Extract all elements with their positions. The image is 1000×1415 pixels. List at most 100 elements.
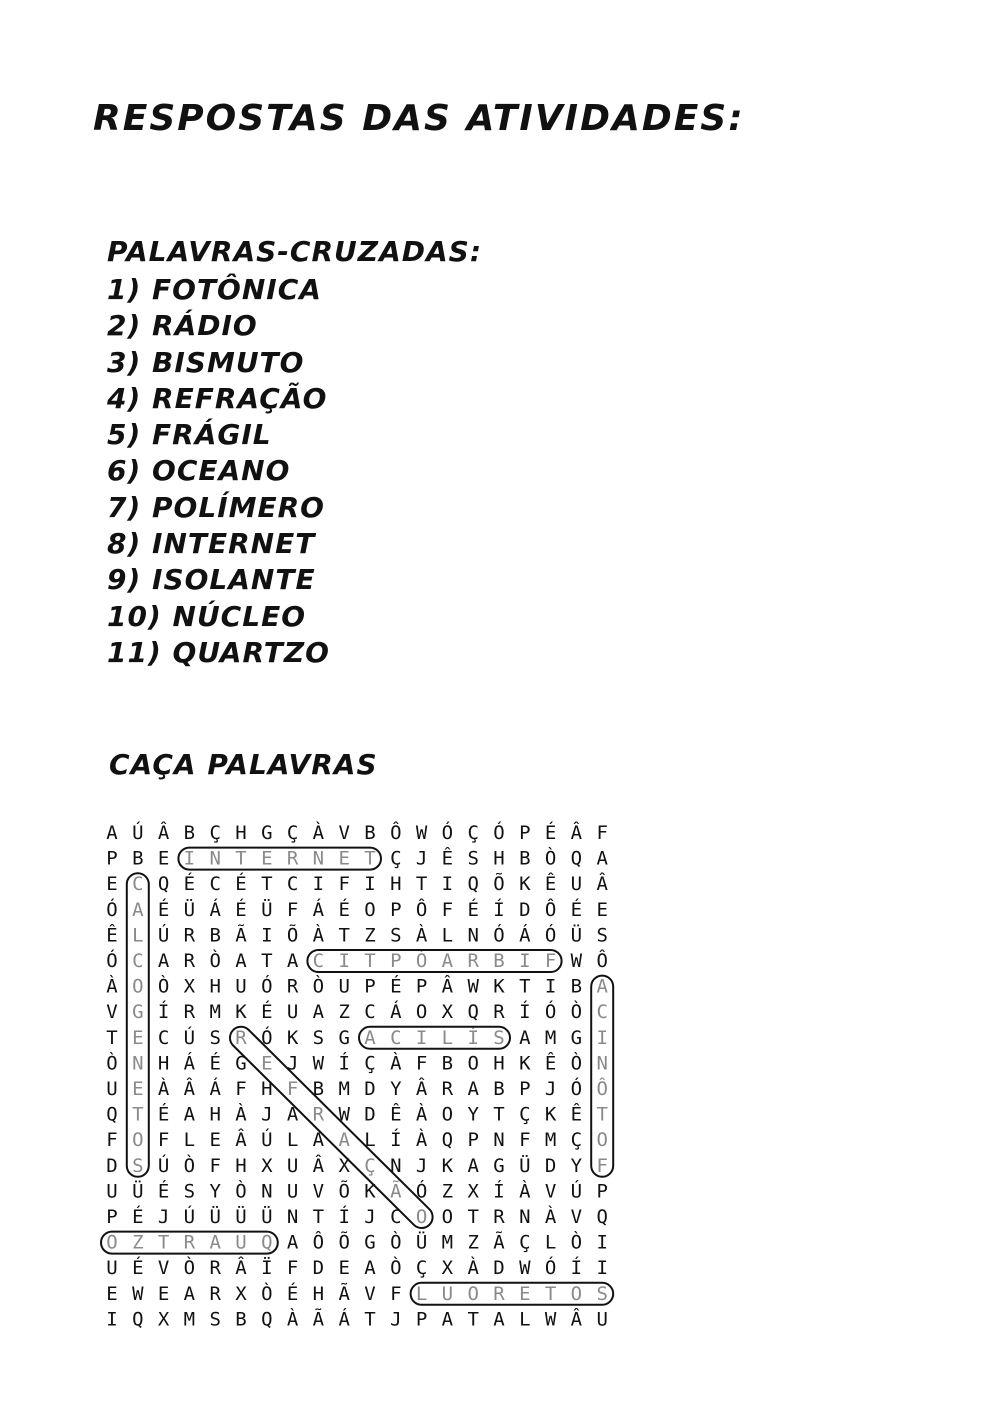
grid-letter: F bbox=[338, 873, 349, 895]
grid-letter: E bbox=[209, 1129, 220, 1151]
grid-letter: Y bbox=[209, 1180, 221, 1202]
crossword-answer: 7) Polímero bbox=[107, 490, 325, 524]
grid-letter: J bbox=[287, 1052, 298, 1074]
grid-letter: R bbox=[467, 950, 479, 972]
grid-letter: Ó bbox=[545, 922, 556, 946]
grid-letter: Ü bbox=[209, 1205, 220, 1228]
grid-letter: Á bbox=[313, 898, 325, 921]
grid-letter: U bbox=[338, 976, 349, 998]
grid-letter: Ó bbox=[493, 922, 504, 946]
grid-letter: N bbox=[287, 1206, 298, 1228]
grid-letter: O bbox=[106, 1232, 117, 1254]
grid-letter: Ã bbox=[313, 1307, 325, 1330]
grid-letter: B bbox=[519, 848, 530, 870]
grid-letter: R bbox=[209, 1283, 221, 1305]
grid-letter: L bbox=[364, 1129, 375, 1151]
grid-letter: Ü bbox=[519, 1154, 530, 1177]
grid-letter: H bbox=[209, 976, 220, 998]
grid-letter: Ü bbox=[261, 898, 272, 921]
grid-letter: Ê bbox=[545, 1051, 556, 1074]
grid-letter: V bbox=[571, 1206, 582, 1228]
grid-letter: E bbox=[261, 848, 272, 870]
grid-letter: R bbox=[287, 976, 299, 998]
grid-letter: A bbox=[184, 1283, 196, 1305]
grid-letter: Â bbox=[313, 1154, 325, 1177]
grid-letter: Ü bbox=[235, 1205, 246, 1228]
grid-letter: W bbox=[519, 1257, 531, 1279]
grid-letter: X bbox=[184, 976, 196, 998]
grid-letter: R bbox=[184, 924, 196, 946]
grid-letter: É bbox=[390, 975, 401, 998]
grid-letter: R bbox=[493, 1206, 505, 1228]
grid-letter: A bbox=[184, 1104, 196, 1126]
grid-letter: F bbox=[158, 1129, 169, 1151]
grid-letter: X bbox=[467, 1180, 479, 1202]
crossword-answer: 3) Bismuto bbox=[107, 345, 305, 379]
grid-letter: O bbox=[571, 1283, 582, 1305]
grid-letter: G bbox=[132, 1001, 143, 1023]
grid-letter: À bbox=[158, 1077, 170, 1100]
grid-letter: F bbox=[545, 950, 556, 972]
grid-letter: S bbox=[132, 1155, 143, 1177]
grid-letter: H bbox=[158, 1052, 169, 1074]
grid-letter: Â bbox=[442, 975, 454, 998]
grid-letter: G bbox=[364, 1232, 375, 1254]
grid-letter: N bbox=[596, 1052, 607, 1074]
grid-letter: E bbox=[132, 1078, 143, 1100]
grid-letter: O bbox=[416, 1001, 427, 1023]
grid-letter: Ò bbox=[261, 1281, 272, 1305]
grid-letter: D bbox=[106, 1155, 117, 1177]
grid-letter: D bbox=[545, 1155, 556, 1177]
grid-letter: B bbox=[184, 822, 195, 844]
word-highlight: FOTÔNICA bbox=[590, 974, 615, 1178]
grid-letter: Ó bbox=[416, 1178, 427, 1202]
grid-letter: À bbox=[106, 975, 118, 998]
grid-letter: P bbox=[106, 848, 117, 870]
grid-letter: B bbox=[493, 1078, 504, 1100]
grid-letter: A bbox=[158, 950, 170, 972]
grid-letter: I bbox=[261, 924, 272, 946]
grid-letter: Z bbox=[364, 924, 375, 946]
grid-letter: E bbox=[132, 1027, 143, 1049]
grid-letter: V bbox=[158, 1257, 169, 1279]
grid-letter: Q bbox=[261, 1308, 272, 1330]
grid-letter: K bbox=[235, 1001, 247, 1023]
word-highlight: INTERNET bbox=[177, 846, 382, 871]
grid-letter: Ú bbox=[132, 820, 143, 844]
grid-letter: L bbox=[287, 1129, 298, 1151]
grid-letter: M bbox=[442, 1232, 453, 1254]
crossword-answer: 5) Frágil bbox=[107, 418, 272, 452]
grid-letter: P bbox=[467, 1129, 478, 1151]
grid-letter: Q bbox=[261, 1232, 272, 1254]
grid-letter: U bbox=[287, 1155, 298, 1177]
grid-letter: Q bbox=[467, 1001, 478, 1023]
grid-letter: C bbox=[132, 873, 143, 895]
grid-letter: A bbox=[364, 1257, 376, 1279]
grid-letter: A bbox=[596, 976, 608, 998]
grid-letter: T bbox=[493, 1104, 504, 1126]
grid-letter: C bbox=[596, 1001, 607, 1023]
grid-letter: P bbox=[416, 976, 427, 998]
grid-letter: K bbox=[364, 1180, 376, 1202]
grid-letter: Ô bbox=[596, 1076, 607, 1100]
grid-letter: Y bbox=[390, 1078, 402, 1100]
grid-letter: P bbox=[106, 1206, 117, 1228]
grid-letter: O bbox=[416, 1206, 427, 1228]
grid-letter: E bbox=[158, 848, 169, 870]
crossword-answer-list: 1) Fotônica 2) Rádio 3) Bismuto 4) Refra… bbox=[107, 272, 482, 671]
grid-letter: Ó bbox=[545, 999, 556, 1023]
grid-letter: T bbox=[132, 1104, 143, 1126]
word-highlight: SÍLICA bbox=[358, 1025, 511, 1050]
grid-letter: S bbox=[390, 924, 401, 946]
grid-letter: R bbox=[209, 1257, 221, 1279]
grid-letter: F bbox=[442, 899, 453, 921]
grid-letter: Í bbox=[338, 1051, 349, 1074]
grid-letter: E bbox=[261, 1052, 272, 1074]
grid-letter: À bbox=[416, 923, 428, 946]
grid-letter: J bbox=[364, 1206, 375, 1228]
grid-letter: É bbox=[132, 1256, 143, 1279]
grid-letter: Ó bbox=[571, 1076, 582, 1100]
grid-letter: O bbox=[442, 1104, 453, 1126]
grid-letter: A bbox=[467, 1155, 479, 1177]
grid-letter: É bbox=[235, 872, 246, 895]
